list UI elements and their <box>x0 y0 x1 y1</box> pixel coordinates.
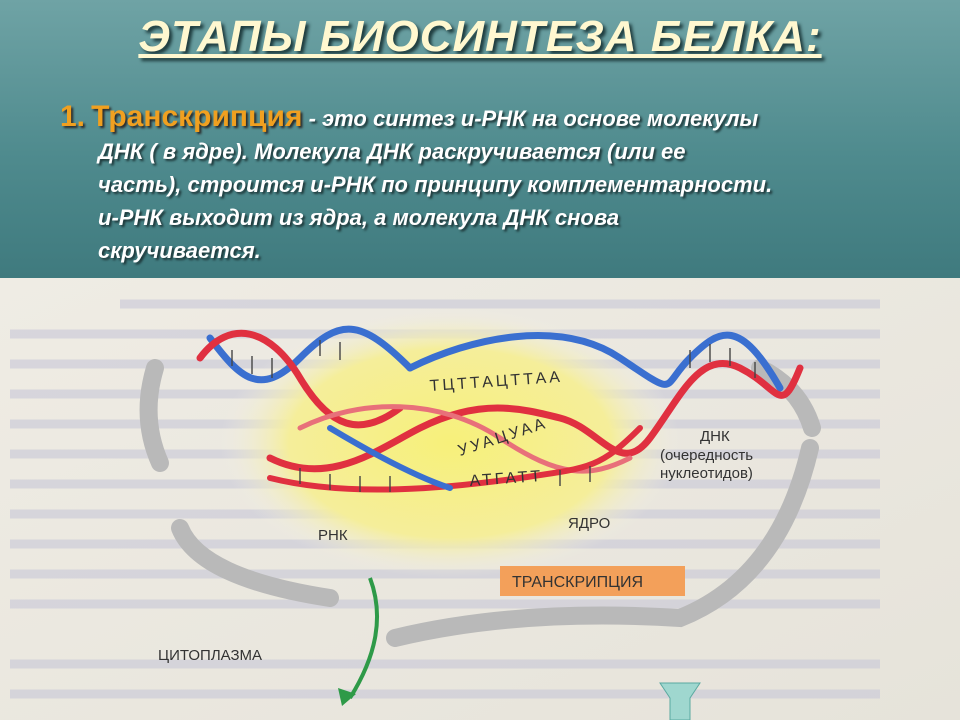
rna-exit-arrow <box>338 577 380 706</box>
step-line-2: ДНК ( в ядре). Молекула ДНК раскручивает… <box>98 139 686 164</box>
step-term: Транскрипция <box>91 100 303 133</box>
step-description: 1. Транскрипция - это синтез и-РНК на ос… <box>60 100 920 267</box>
step-line-4: и-РНК выходит из ядра, а молекула ДНК сн… <box>98 205 620 230</box>
step-line-1: это синтез и-РНК на основе молекулы <box>322 106 759 131</box>
transcription-diagram: ТЦТТАЦТТАА УУАЦУАА АТГАТТ ДНК (очереднос… <box>0 278 960 720</box>
dna-base-ticks <box>231 340 756 492</box>
label-rnk: РНК <box>318 527 348 544</box>
label-dnk-sub2: нуклеотидов) <box>660 465 753 482</box>
label-nucleus: ЯДРО <box>568 515 610 532</box>
slide-title: ЭТАПЫ БИОСИНТЕЗА БЕЛКА: <box>138 12 822 61</box>
dna-double-helix <box>196 325 804 493</box>
ribosome-icon <box>659 682 701 720</box>
slide-header <box>0 0 960 278</box>
transcription-figure: ТЦТТАЦТТАА УУАЦУАА АТГАТТ ДНК (очереднос… <box>0 278 960 720</box>
step-number: 1. <box>60 100 86 133</box>
step-line-3: часть), строится и-РНК по принципу компл… <box>98 172 773 197</box>
step-line-5: скручивается. <box>98 238 261 263</box>
sequence-bottom-strand: АТГАТТ <box>469 468 544 490</box>
nucleus-glow <box>220 308 680 578</box>
label-dnk: ДНК <box>700 428 730 445</box>
step-dash: - <box>302 106 323 131</box>
transcription-box <box>500 566 685 596</box>
label-dnk-sub1: (очередность <box>660 447 753 464</box>
label-cytoplasm: ЦИТОПЛАЗМА <box>158 647 262 664</box>
label-transcription: ТРАНСКРИПЦИЯ <box>512 574 643 591</box>
